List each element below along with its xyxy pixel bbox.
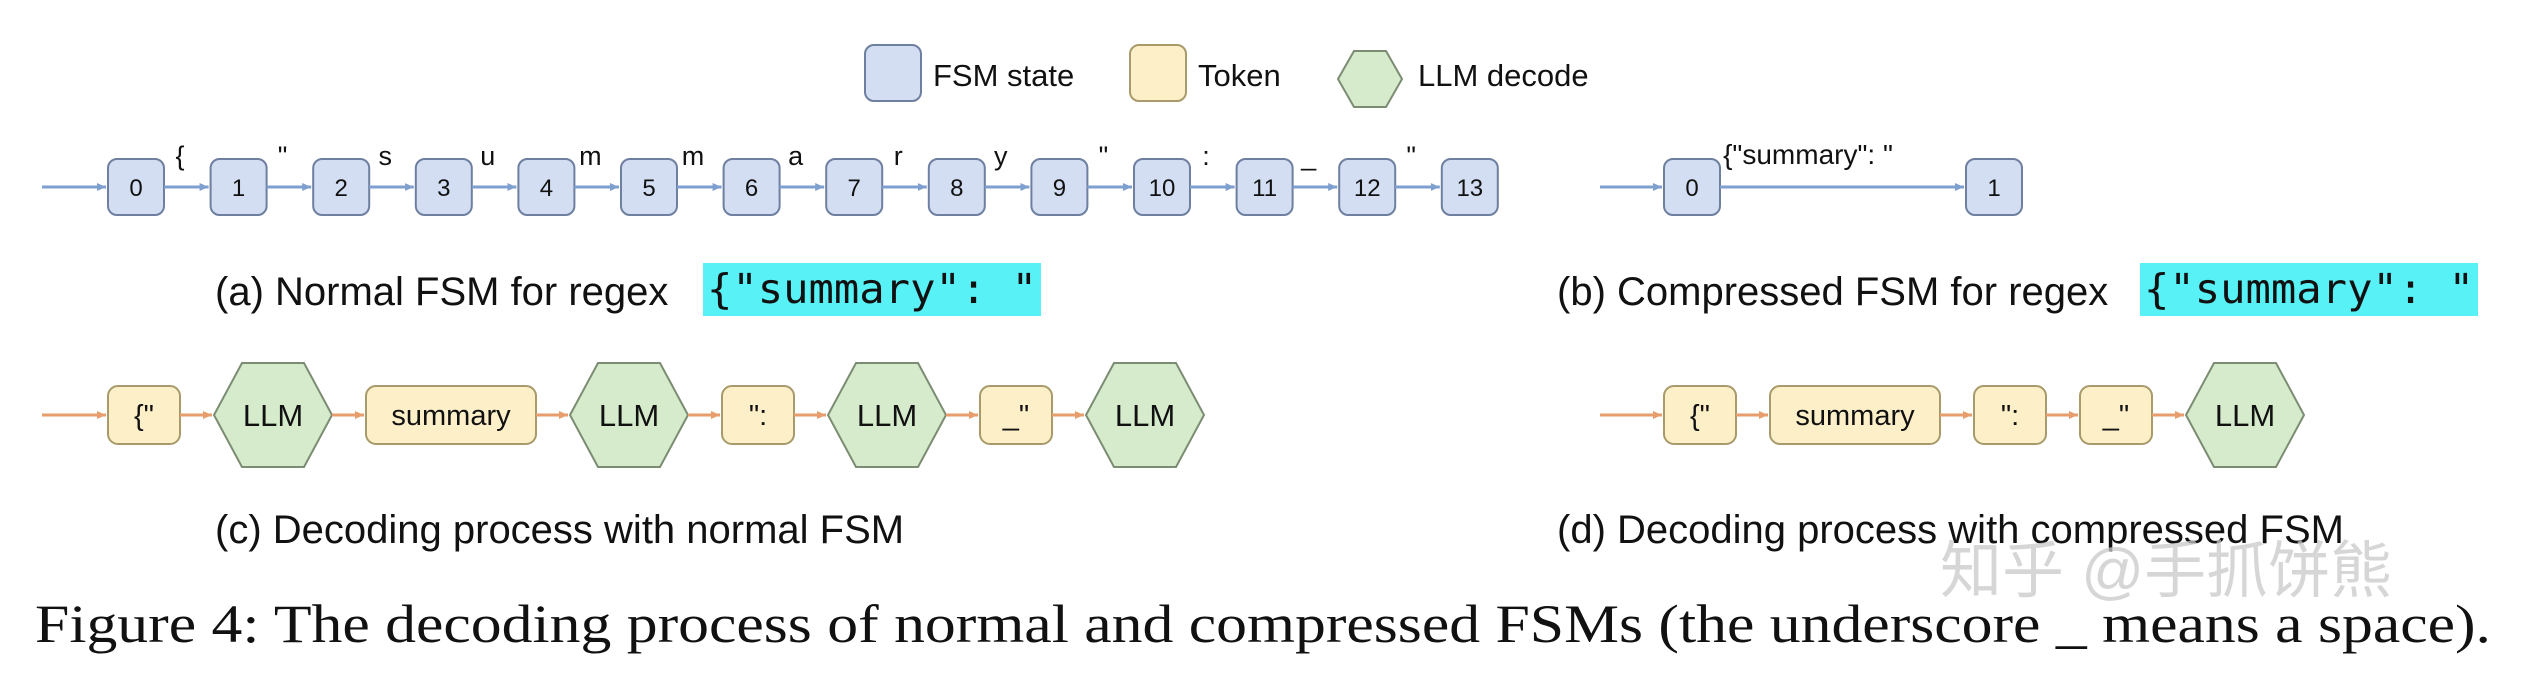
fsm-state-label: 2 — [335, 175, 348, 202]
caption-d: (d) Decoding process with compressed FSM — [1557, 508, 2344, 552]
caption-b-regex: {"summary": " — [2144, 265, 2474, 313]
fsm-state-label: 0 — [129, 175, 142, 202]
fsm-state-label: 6 — [745, 175, 758, 202]
fsm-transition-label: a — [788, 141, 804, 171]
compressed-decode-token-label: ": — [2001, 400, 2019, 432]
caption-b-regex-highlight — [2140, 263, 2478, 316]
fsm-state-label: 4 — [540, 175, 553, 202]
normal-decode-token-label: summary — [391, 400, 511, 432]
fsm-transition-label: y — [994, 141, 1008, 171]
fsm-state-label: 3 — [437, 175, 450, 202]
fsm-state-label: 8 — [950, 175, 963, 202]
compressed-decode-token-label: _" — [2102, 400, 2129, 432]
compressed-state-1 — [1965, 158, 2023, 216]
fsm-state-label: 12 — [1354, 175, 1381, 202]
normal-decode-llm-label: LLM — [243, 398, 303, 433]
legend-llm-decode-swatch — [1336, 50, 1404, 108]
legend: FSM state Token LLM decode — [864, 44, 1589, 108]
compressed-decode-llm-label: LLM — [2215, 398, 2275, 433]
compressed-state-label: 0 — [1685, 175, 1698, 202]
compressed-state-label: 1 — [1987, 175, 2000, 202]
panel-d-compressed-decoding: {" summary ": _" LLM — [1600, 362, 2306, 468]
normal-decode-token-label: {" — [134, 400, 154, 432]
compressed-decode-token-label: {" — [1690, 400, 1710, 432]
fsm-transition-label: { — [175, 141, 184, 171]
normal-decode-llm-label: LLM — [1115, 398, 1175, 433]
fsm-state-label: 7 — [848, 175, 861, 202]
compressed-decode-llm-decode — [2184, 362, 2306, 468]
fsm-state-label: 10 — [1149, 175, 1176, 202]
legend-fsm-state-swatch — [864, 44, 922, 102]
legend-token-swatch — [1129, 44, 1187, 102]
fsm-state-label: 9 — [1053, 175, 1066, 202]
fsm-transition-label: u — [480, 141, 495, 171]
caption-a-regex-highlight — [703, 263, 1041, 316]
caption-a-prefix: (a) Normal FSM for regex — [215, 270, 668, 314]
fsm-transition-label: _ — [1300, 141, 1317, 171]
compressed-transition-label: {"summary": " — [1723, 139, 1893, 170]
fsm-transition-label: m — [682, 141, 705, 171]
caption-b: (b) Compressed FSM for regex — [1557, 270, 2108, 314]
fsm-transition-label: r — [894, 141, 903, 171]
fsm-transition-label: " — [1099, 141, 1109, 171]
fsm-state-label: 5 — [642, 175, 655, 202]
panel-c-normal-decoding: {" LLM summary LLM ": LLM _" LLM — [42, 362, 1206, 468]
normal-decode-llm-label: LLM — [857, 398, 917, 433]
normal-decode-llm-decode — [1084, 362, 1206, 468]
legend-llm-decode-label: LLM decode — [1418, 58, 1589, 93]
compressed-decode-token-label: summary — [1795, 400, 1915, 432]
watermark: 知乎 @手抓饼熊 — [1940, 537, 2392, 606]
fsm-state-label: 13 — [1456, 175, 1483, 202]
caption-b-prefix: (b) Compressed FSM for regex — [1557, 270, 2108, 314]
fsm-state-13 — [1440, 158, 1499, 216]
fsm-transition-label: m — [579, 141, 602, 171]
legend-fsm-state-label: FSM state — [933, 58, 1074, 93]
figure-caption: Figure 4: The decoding process of normal… — [35, 594, 2491, 654]
caption-a: (a) Normal FSM for regex — [215, 270, 668, 314]
panel-b-compressed-fsm: 0 1 {"summary": " — [1600, 139, 2023, 216]
normal-decode-llm-label: LLM — [599, 398, 659, 433]
fsm-transition-label: " — [1406, 141, 1416, 171]
normal-decode-token-label: ": — [749, 400, 767, 432]
legend-token-label: Token — [1198, 58, 1281, 93]
fsm-transition-label: s — [378, 141, 392, 171]
fsm-state-label: 11 — [1252, 175, 1277, 202]
fsm-transition-label: : — [1202, 141, 1210, 171]
caption-a-regex: {"summary": " — [707, 265, 1037, 313]
caption-c: (c) Decoding process with normal FSM — [215, 508, 904, 552]
fsm-state-label: 1 — [232, 175, 245, 202]
normal-decode-token-label: _" — [1002, 400, 1029, 432]
fsm-transition-label: " — [278, 141, 288, 171]
